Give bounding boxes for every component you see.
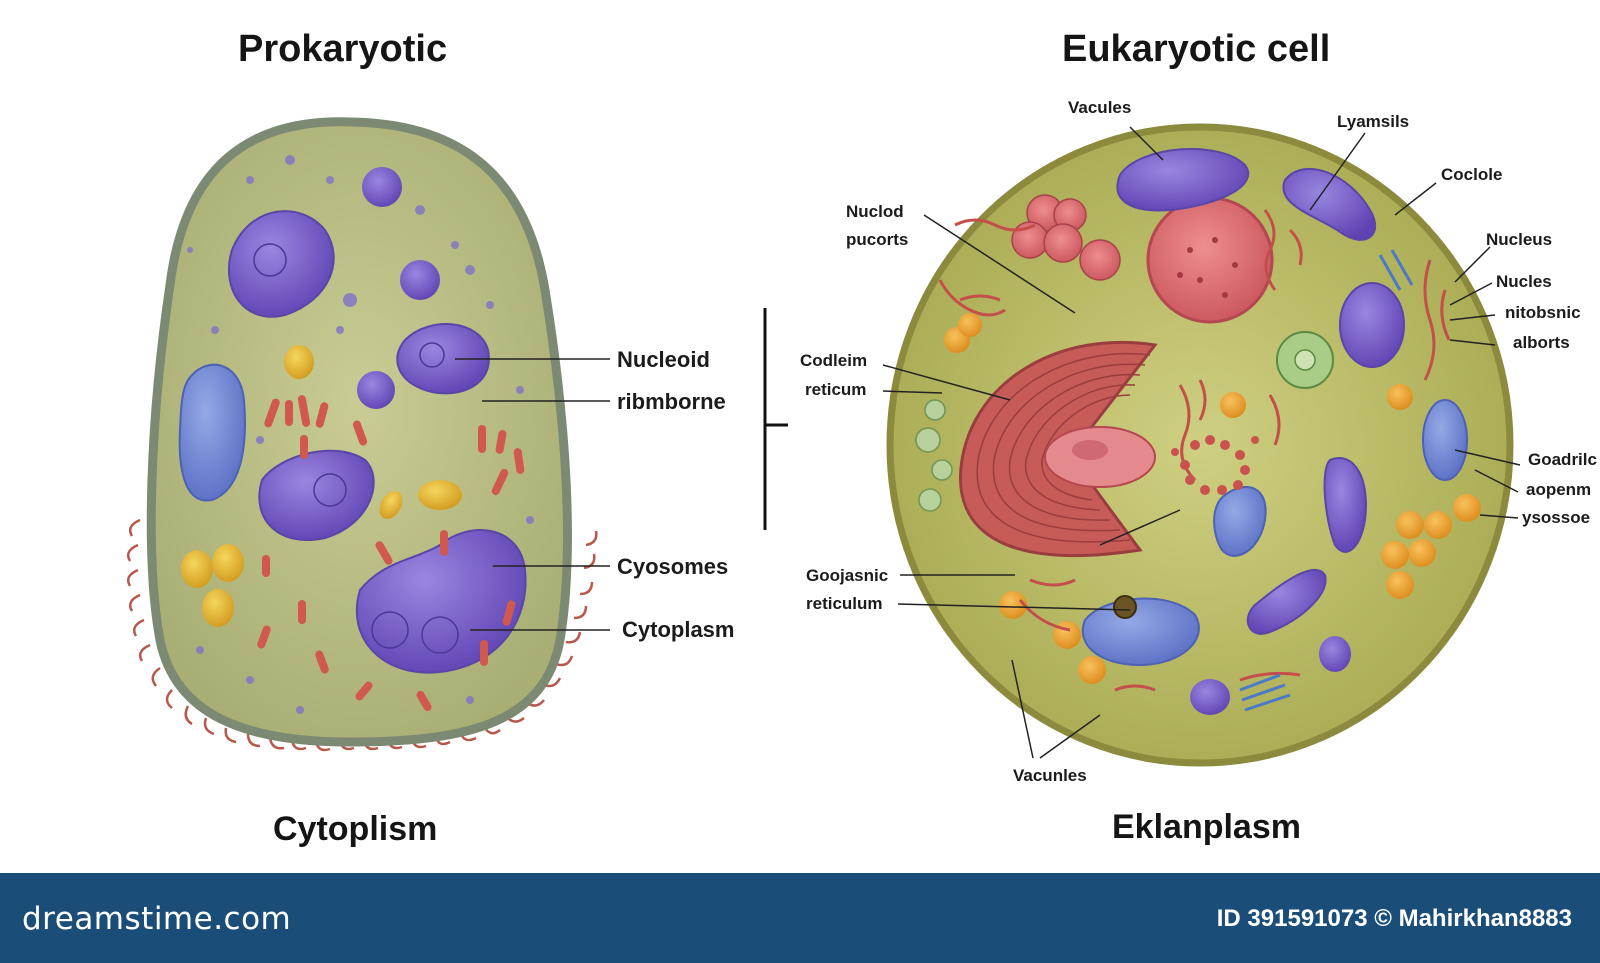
label-reticulum: reticulum	[806, 594, 883, 613]
label-pucorts: pucorts	[846, 230, 909, 249]
label-nucleoid: Nucleoid	[617, 347, 710, 372]
image-credit: ID 391591073 © Mahirkhan8883	[1216, 905, 1572, 932]
stock-logo[interactable]: dreamstime.com	[22, 901, 292, 937]
prokaryote-ribosomes	[257, 395, 525, 712]
prokaryotic-cell	[127, 117, 610, 752]
label-aopenm: aopenm	[1526, 480, 1592, 499]
diagram-stage: Prokaryotic Eukaryotic cell Nucleoid rib…	[127, 28, 1597, 848]
prokaryotic-title: Prokaryotic	[238, 28, 448, 70]
prokaryotic-caption: Cytoplism	[273, 810, 438, 848]
label-reticum: reticum	[805, 380, 867, 399]
eukaryotic-caption: Eklanplasm	[1112, 808, 1301, 846]
label-cytoplasm: Cytoplasm	[622, 617, 735, 642]
pili-fringe	[127, 518, 598, 752]
label-nuclod: Nuclod	[846, 202, 904, 221]
label-nucles: Nucles	[1496, 272, 1552, 291]
label-goadrilc: Goadrilc	[1528, 450, 1597, 469]
label-nitobsnic: nitobsnic	[1505, 303, 1581, 322]
label-codleim: Codleim	[800, 351, 868, 370]
er-strands	[938, 209, 1451, 692]
eukaryotic-title: Eukaryotic cell	[1062, 28, 1331, 70]
label-cyosomes: Cyosomes	[617, 554, 729, 579]
stock-footer-bar: dreamstime.com ID 391591073 © Mahirkhan8…	[0, 873, 1600, 963]
label-ribosome: ribmborne	[617, 389, 726, 414]
label-alborts: alborts	[1513, 333, 1570, 352]
label-coclole: Coclole	[1441, 165, 1503, 184]
label-lyamsils: Lyamsils	[1337, 112, 1410, 131]
label-goojasnic: Goojasnic	[806, 566, 889, 585]
separator-bracket	[763, 308, 788, 530]
label-vacules-top: Vacules	[1068, 98, 1132, 117]
label-vacunles-bottom: Vacunles	[1013, 766, 1087, 785]
cell-illustrations	[127, 117, 1521, 767]
label-ysossoe: ysossoe	[1522, 508, 1591, 527]
eukaryotic-cell	[882, 123, 1521, 767]
label-nucleus: Nucleus	[1486, 230, 1553, 249]
